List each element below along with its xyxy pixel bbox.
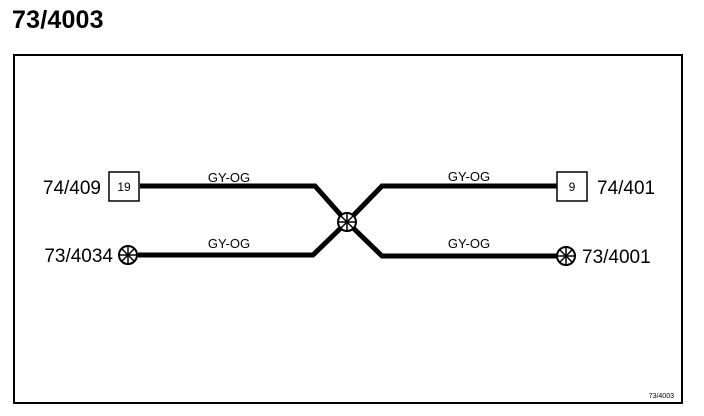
wire-right-top <box>345 183 557 224</box>
connector-box-right-top <box>556 171 588 202</box>
wire-label-left-bottom: GY-OG <box>208 236 250 251</box>
connector-ref-left-top: 74/409 <box>43 178 101 199</box>
wire-left-bottom <box>138 220 349 258</box>
page-title: 73/4003 <box>12 6 104 34</box>
splice-icon <box>337 212 357 232</box>
wire-label-right-bottom: GY-OG <box>448 236 490 251</box>
connector-ref-right-top: 74/401 <box>597 178 655 199</box>
wire-left-top <box>140 183 349 224</box>
pin-label-left-top: 19 <box>117 180 131 194</box>
wire-label-right-top: GY-OG <box>448 169 490 184</box>
wire-right-bottom <box>345 220 557 259</box>
wire-label-left-top: GY-OG <box>208 170 250 185</box>
connector-box-left-top <box>108 171 140 202</box>
diagram-frame <box>13 54 683 404</box>
connector-ref-right-bottom: 73/4001 <box>582 247 651 268</box>
ground-eyelet-icon-left <box>118 245 138 265</box>
ground-eyelet-icon-right <box>556 246 576 266</box>
connector-ref-left-bottom: 73/4034 <box>44 246 113 267</box>
pin-label-right-top: 9 <box>569 180 576 194</box>
footer-reference: 73/4003 <box>649 393 674 400</box>
